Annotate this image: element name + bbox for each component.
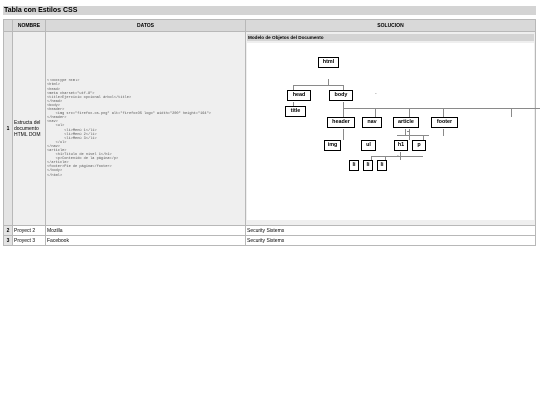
header-datos: DATOS (45, 19, 246, 32)
row-number: 3 (3, 235, 13, 246)
node-img: img (324, 140, 341, 151)
row-name: Proyect 2 (12, 225, 46, 236)
node-body: body (329, 90, 353, 101)
row-solution: Modelo de Objetos del Documento (245, 31, 540, 226)
html-code-block: <!doctype html> <html> <head> <meta char… (47, 79, 211, 178)
node-h1: h1 (394, 140, 408, 151)
node-html: html (318, 57, 339, 68)
table-row: 3 Proyect 3 Facebook Security Sistems (3, 235, 536, 246)
row-solution: Security Sistems (245, 235, 536, 246)
table-header-row: NOMBRE DATOS SOLUCION (3, 19, 536, 32)
node-ul: ul (361, 140, 376, 151)
row-name: Estructa del documento HTML DOM (12, 31, 46, 226)
row-number: 1 (3, 31, 13, 226)
row-data-code: <!doctype html> <html> <head> <meta char… (45, 31, 246, 226)
solution-title: Modelo de Objetos del Documento (247, 34, 534, 41)
header-index (3, 19, 13, 32)
row-data: Mozilla (45, 225, 246, 236)
dom-tree-diagram: html head body title header nav article … (247, 43, 540, 220)
node-header: header (327, 117, 355, 128)
node-head: head (287, 90, 311, 101)
node-p: p (412, 140, 426, 151)
node-li-1: li (349, 160, 359, 171)
tree-mark-1: - (375, 91, 377, 97)
node-li-2: li (363, 160, 373, 171)
table-row: 2 Proyect 2 Mozilla Security Sistems (3, 225, 536, 236)
node-article: article (393, 117, 419, 128)
table-row: 1 Estructa del documento HTML DOM <!doct… (3, 31, 540, 226)
node-footer: footer (431, 117, 458, 128)
node-li-3: li (377, 160, 387, 171)
node-nav: nav (362, 117, 382, 128)
row-data: Facebook (45, 235, 246, 246)
page-title: Tabla con Estilos CSS (3, 6, 536, 15)
header-nombre: NOMBRE (12, 19, 46, 32)
row-number: 2 (3, 225, 13, 236)
node-title: title (285, 106, 306, 117)
row-name: Proyect 3 (12, 235, 46, 246)
tree-mark-2: - (397, 153, 399, 159)
header-solucion: SOLUCION (245, 19, 536, 32)
data-table: NOMBRE DATOS SOLUCION 1 Estructa del doc… (3, 19, 540, 246)
row-solution: Security Sistems (245, 225, 536, 236)
